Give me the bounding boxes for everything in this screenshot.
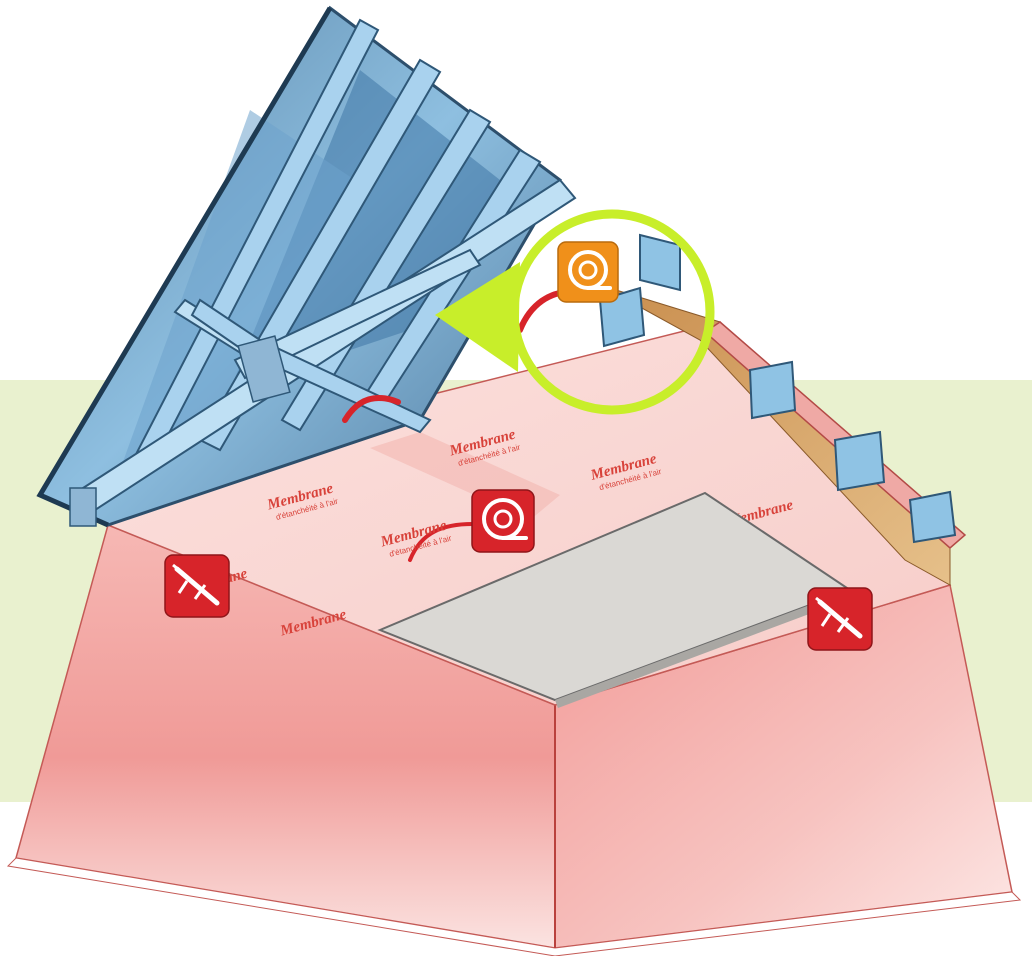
tape-roll-icon [557,241,619,303]
rafter-ends [598,233,957,544]
tape-roll-icon [471,489,535,553]
sealant-gun-icon [164,554,230,618]
detail-highlight [435,209,715,415]
tape-strip-left [342,395,401,423]
highlight-circle [509,209,715,415]
highlight-pointer [435,262,520,372]
sealant-gun-icon [807,587,873,651]
